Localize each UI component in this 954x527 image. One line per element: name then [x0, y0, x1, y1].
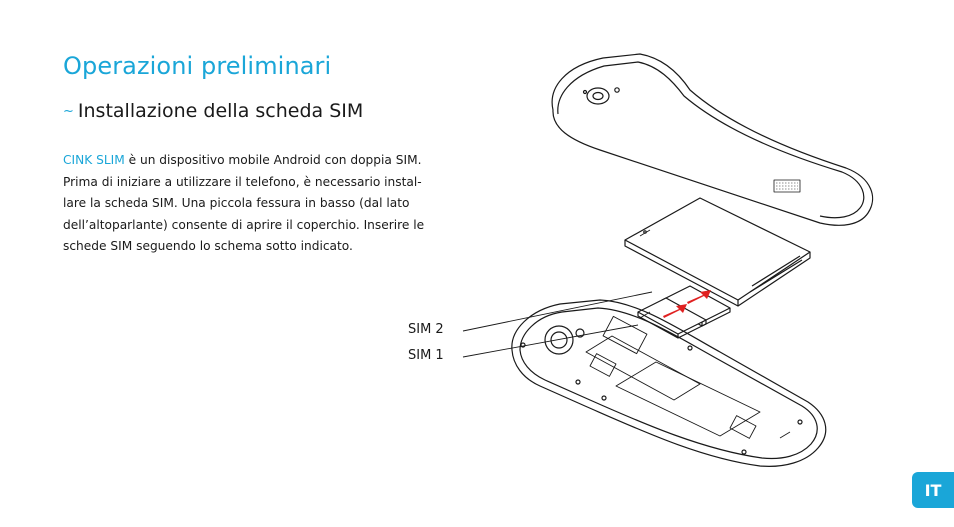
sim2-label: SIM 2 — [408, 322, 444, 337]
back-cover-illustration — [551, 53, 874, 226]
tilde-bullet: ~ — [63, 104, 74, 119]
sim1-insert-arrow-icon — [663, 304, 687, 318]
battery-illustration — [624, 197, 811, 307]
section-heading: ~Installazione della scheda SIM — [63, 100, 363, 122]
brand-name: CINK SLIM — [63, 153, 125, 167]
language-badge: IT — [912, 472, 954, 508]
sim1-leader-line — [462, 324, 639, 358]
instructions-paragraph: CINK SLIM è un dispositivo mobile Androi… — [63, 150, 468, 258]
sim1-label: SIM 1 — [408, 348, 444, 363]
sim2-leader-line — [462, 291, 653, 332]
sim2-insert-arrow-icon — [687, 290, 711, 304]
body-line: schede SIM seguendo lo schema sotto indi… — [63, 239, 353, 253]
body-line: Prima di iniziare a utilizzare il telefo… — [63, 174, 422, 189]
section-heading-text: Installazione della scheda SIM — [77, 100, 364, 122]
page-title: Operazioni preliminari — [63, 52, 332, 80]
phone-body-illustration — [511, 299, 827, 467]
body-line: è un dispositivo mobile Android con dopp… — [124, 153, 422, 167]
body-line: dell’altoparlante) consente di aprire il… — [63, 217, 425, 232]
body-line: lare la scheda SIM. Una piccola fessura … — [63, 196, 410, 210]
